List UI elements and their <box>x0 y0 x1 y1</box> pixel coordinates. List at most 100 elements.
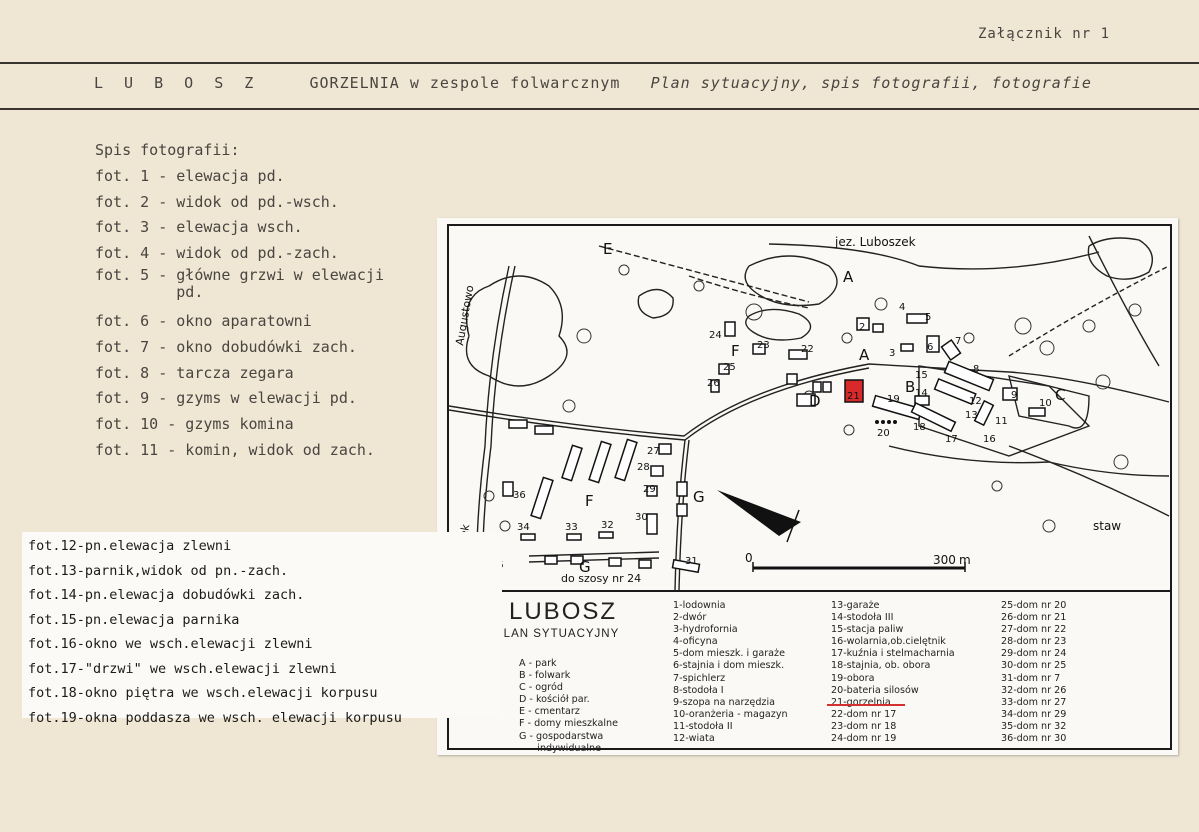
header-description: Plan sytuacyjny, spis fotografii, fotogr… <box>650 74 1092 92</box>
north-arrow-bar <box>786 509 800 543</box>
tree <box>745 303 763 321</box>
zone-label: B <box>905 378 915 396</box>
building-number: 12 <box>969 396 982 407</box>
building-number: 7 <box>955 336 961 347</box>
legend-building-item: 32-dom nr 26 <box>1001 684 1067 696</box>
wood-area <box>745 308 812 341</box>
legend-building-item: 15-stacja paliw <box>831 624 904 636</box>
building <box>530 476 554 520</box>
legend-building-item: 19-obora <box>831 672 875 684</box>
main-road <box>449 363 1170 437</box>
zone-label: G <box>579 558 591 576</box>
legend-zone-item: indywidualne <box>519 742 602 754</box>
building <box>752 343 766 355</box>
building <box>906 313 928 324</box>
document-header: L U B O S Z GORZELNIA w zespole folwarcz… <box>94 74 1092 92</box>
building <box>650 465 664 477</box>
building-number: 18 <box>913 422 926 433</box>
legend-building-item: 11-stodoła II <box>673 720 733 732</box>
legend-building-item: 20-bateria silosów <box>831 684 919 696</box>
east-road <box>1088 235 1160 367</box>
legend-building-item: 14-stodoła III <box>831 612 894 624</box>
legend-building-item: 16-wolarnia,ob.cielętnik <box>831 636 946 648</box>
annex-number: Załącznik nr 1 <box>978 26 1111 42</box>
tree <box>618 264 630 276</box>
photo-list-item: fot. 6 - okno aparatowni <box>95 311 312 330</box>
legend-building-item: 17-kuźnia i stelmacharnia <box>831 648 955 660</box>
legend-building-item: 36-dom nr 30 <box>1001 733 1067 745</box>
zone-label: A <box>859 346 870 364</box>
photo-list-item: fot. 2 - widok od pd.-wsch. <box>95 192 339 211</box>
building <box>872 323 884 333</box>
building-number: 19 <box>887 394 900 405</box>
legend-building-item: 18-stajnia, ob. obora <box>831 660 931 672</box>
building <box>534 425 554 435</box>
tree <box>991 480 1003 492</box>
building-number: 16 <box>983 434 996 445</box>
building <box>933 377 977 406</box>
building-number: 5 <box>925 312 931 323</box>
tree <box>693 280 705 292</box>
road-augustowo-label: Augustowo <box>453 284 476 347</box>
legend-zone-item: G - gospodarstwa <box>519 730 604 742</box>
photo-list-item: fot. 10 - gzyms komina <box>95 415 294 434</box>
building <box>614 438 638 482</box>
pasted-list-item: fot.18-okno piętra we wsch.elewacji korp… <box>28 685 378 701</box>
building-number: 28 <box>637 462 650 473</box>
building <box>646 513 658 535</box>
building <box>598 531 614 539</box>
legend-building-item: 4-oficyna <box>673 636 718 648</box>
lake-label: jez. Luboszek <box>834 235 916 249</box>
zone-label: A <box>843 268 854 286</box>
tree <box>483 490 495 502</box>
distillery-number: 21 <box>847 391 860 402</box>
building-number: 11 <box>995 416 1008 427</box>
tree <box>562 399 576 413</box>
legend-building-item: 29-dom nr 24 <box>1001 648 1067 660</box>
photo-list-item: fot. 11 - komin, widok od zach. <box>95 440 375 459</box>
tree <box>1128 303 1142 317</box>
building <box>910 401 957 433</box>
wood-area <box>637 288 674 319</box>
legend-buildings-col-2: 13-garaże 14-stodoła III 15-stacja paliw… <box>831 600 955 745</box>
zone-label: E <box>603 240 612 258</box>
silo <box>893 420 897 424</box>
tree <box>1082 319 1096 333</box>
silo <box>887 420 891 424</box>
distillery-building <box>844 379 864 403</box>
building-number: 10 <box>1039 398 1052 409</box>
photo-list-item: fot. 3 - elewacja wsch. <box>95 218 303 237</box>
building <box>926 335 940 353</box>
stream <box>1008 445 1170 517</box>
building <box>943 360 995 392</box>
tree <box>576 328 592 344</box>
building <box>544 555 558 565</box>
building <box>1002 387 1018 401</box>
pasted-list-item: fot.19-okna poddasza we wsch. elewacji k… <box>28 709 402 726</box>
photo-list-item: fot. 8 - tarcza zegara <box>95 363 294 382</box>
legend-building-item: 6-stajnia i dom mieszk. <box>673 660 785 672</box>
zone-label: F <box>731 342 740 360</box>
building-number: 9 <box>1011 390 1017 401</box>
stream-2 <box>888 445 1170 477</box>
legend-buildings-col-3: 25-dom nr 20 26-dom nr 21 27-dom nr 22 2… <box>1001 600 1066 745</box>
building-number: 30 <box>635 512 648 523</box>
tree <box>1014 317 1032 335</box>
scale-unit: m <box>959 553 971 567</box>
photo-list: Spis fotografii: fot. 1 - elewacja pd. f… <box>95 138 384 464</box>
legend-building-item: 5-dom mieszk. i garaże <box>673 648 785 660</box>
legend-building-item-distillery: 21-gorzelnia <box>831 696 891 708</box>
wood-area <box>1087 237 1153 280</box>
zone-label: G <box>693 488 705 506</box>
pasted-list-item: fot.16-okno we wsch.elewacji zlewni <box>28 636 313 652</box>
building <box>520 533 536 541</box>
pasted-list-item: fot.17-"drzwi" we wsch.elewacji zlewni <box>28 660 337 677</box>
legend-building-item: 30-dom nr 25 <box>1001 660 1067 672</box>
building <box>710 379 720 393</box>
tree <box>1095 374 1111 390</box>
building <box>502 481 514 497</box>
legend-building-item: 2-dwór <box>673 612 707 624</box>
pond-label: staw <box>1093 519 1121 533</box>
scale-start: 0 <box>745 551 753 565</box>
legend-building-item: 8-stodoła I <box>673 684 724 696</box>
